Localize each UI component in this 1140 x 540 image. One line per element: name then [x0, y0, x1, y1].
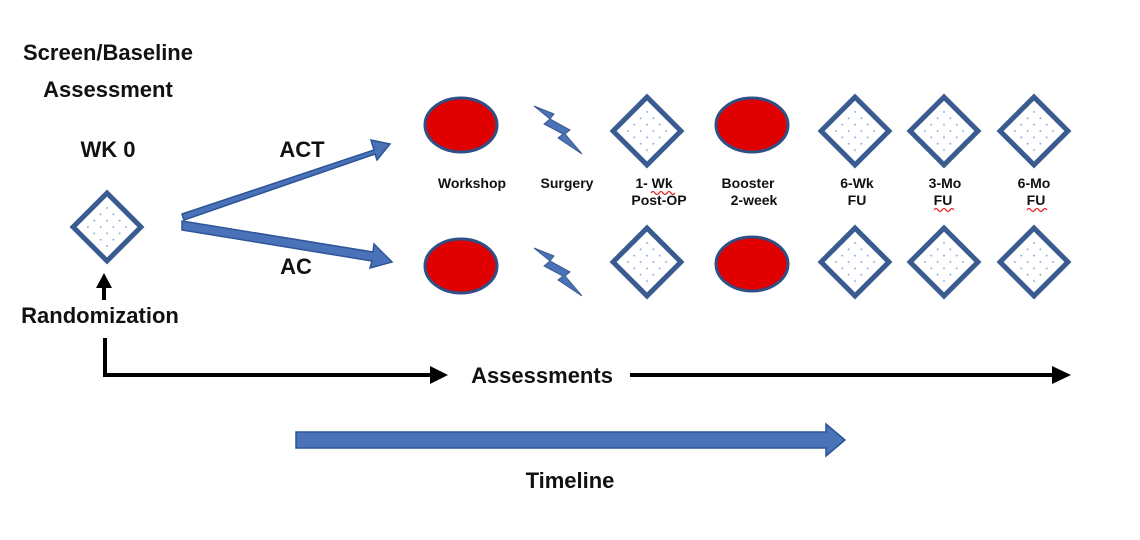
timeline-label: Timeline [526, 468, 615, 493]
ac-6mo-diamond-icon [1000, 228, 1068, 296]
ac-surgery-lightning-bolt-icon [533, 247, 583, 297]
ac-workshop-ellipse-icon [423, 237, 499, 295]
timepoint-5-label-line-1: 6-Wk [840, 175, 874, 191]
timepoint-7-label-line-1: 6-Mo [1018, 175, 1051, 191]
ac-6wk-diamond-icon [821, 228, 889, 296]
ac-1wk-diamond-icon [613, 228, 681, 296]
act-surgery-lightning-bolt-icon [533, 105, 583, 155]
timepoint-4-label-line-1: Booster [722, 175, 775, 191]
timepoint-labels: Workshop Surgery 1- Wk Post-OP Booster 2… [438, 175, 1051, 213]
act-6wk-diamond-icon [821, 97, 889, 165]
title-line-1: Screen/Baseline [23, 40, 193, 65]
week-label: WK 0 [81, 137, 136, 162]
timepoint-2-label: Surgery [541, 175, 594, 191]
ac-3mo-diamond-icon [910, 228, 978, 296]
act-1wk-diamond-icon [613, 97, 681, 165]
timepoint-5-label-line-2: FU [848, 192, 867, 208]
randomization-label: Randomization [21, 303, 179, 328]
timepoint-3-label-line-2: Post-OP [631, 192, 686, 208]
act-booster-ellipse-icon [714, 96, 790, 154]
timepoint-4-label-line-2: 2-week [731, 192, 778, 208]
act-branch-arrow [181, 139, 392, 221]
spellcheck-squiggle [1026, 207, 1048, 213]
act-3mo-diamond-icon [910, 97, 978, 165]
timepoint-6-label-line-2: FU [934, 192, 953, 208]
title-line-2: Assessment [43, 77, 173, 102]
timepoint-7-label-line-2: FU [1027, 192, 1046, 208]
ac-branch-arrow [181, 220, 394, 270]
ac-row [423, 228, 1068, 297]
timepoint-6-label-line-1: 3-Mo [929, 175, 962, 191]
assessments-arrow [103, 338, 1071, 384]
spellcheck-squiggle [650, 190, 676, 196]
spellcheck-squiggle [933, 207, 955, 213]
act-6mo-diamond-icon [1000, 97, 1068, 165]
timepoint-3-label-line-1: 1- Wk [635, 175, 673, 191]
randomization-up-arrow [96, 273, 112, 300]
timepoint-1-label: Workshop [438, 175, 506, 191]
timeline-arrow [295, 422, 847, 458]
assessments-label: Assessments [471, 363, 613, 388]
baseline-diamond-icon [73, 193, 141, 261]
act-workshop-ellipse-icon [423, 96, 499, 154]
arm-top-label: ACT [279, 137, 325, 162]
act-row [423, 96, 1068, 165]
arm-bottom-label: AC [280, 254, 312, 279]
ac-booster-ellipse-icon [714, 235, 790, 293]
